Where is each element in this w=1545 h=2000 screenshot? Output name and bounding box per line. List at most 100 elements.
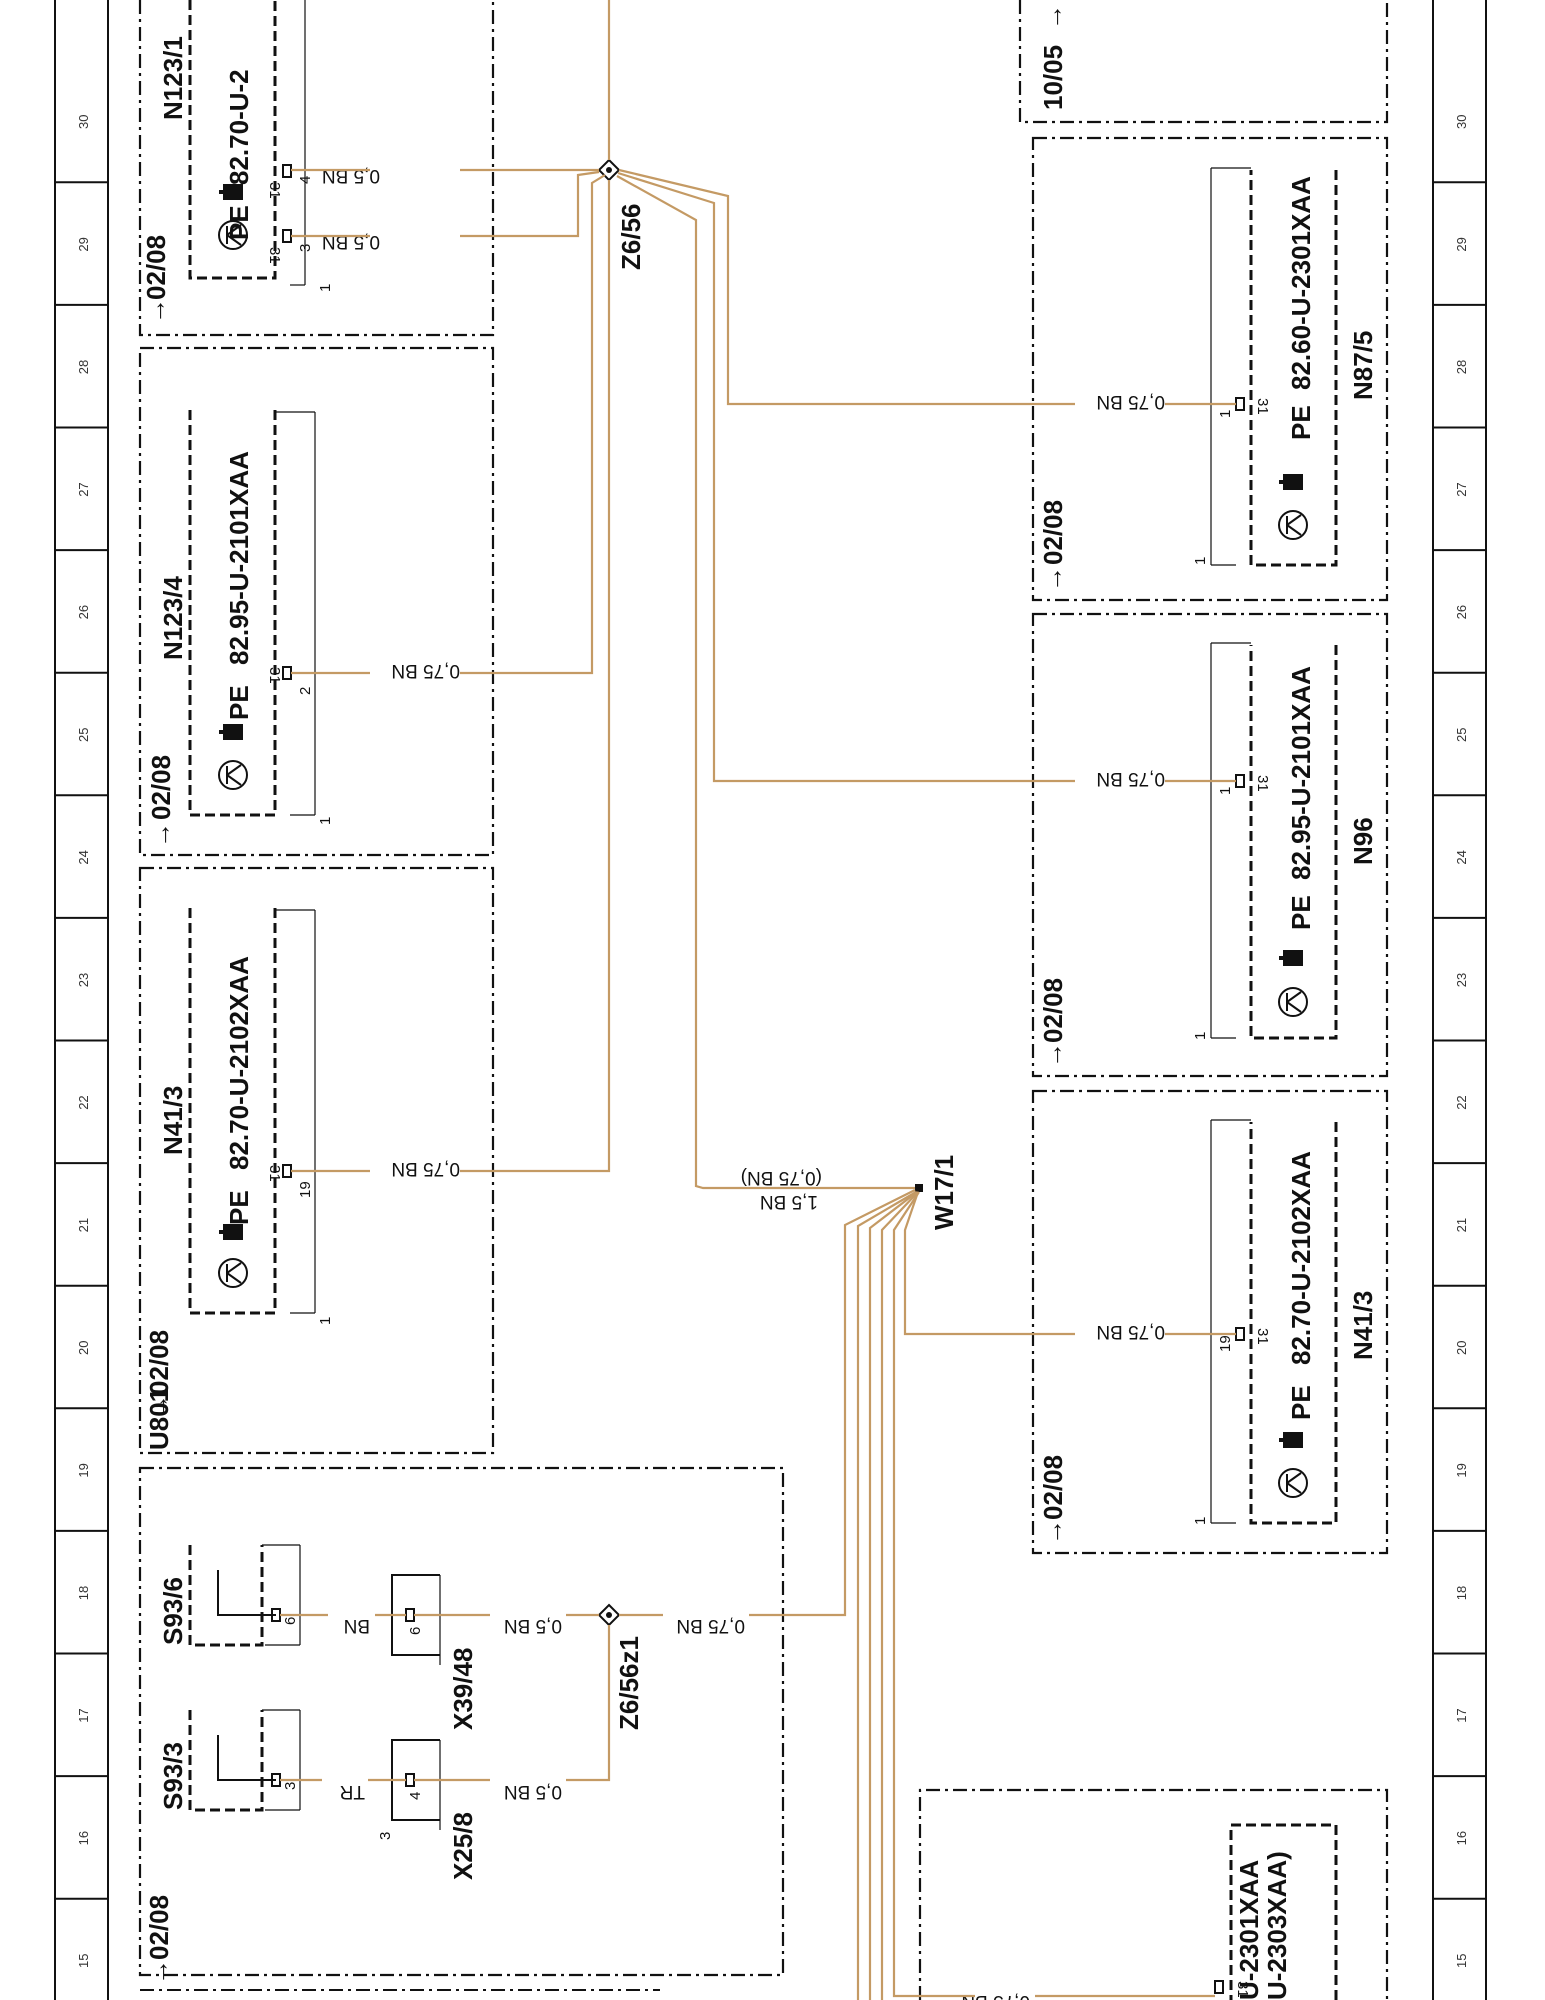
right-ruler bbox=[1432, 0, 1487, 2000]
hand-pointer-icon bbox=[1279, 950, 1303, 966]
module-n41-3-right: N41/3 PE 82.70-U-2102XAA 02/08 → 31 19 1… bbox=[1031, 1089, 1389, 1555]
wire-label: 0,5 BN bbox=[504, 1615, 562, 1636]
part-number-prefix: PE bbox=[224, 685, 254, 720]
page-ref: 10/05 bbox=[1038, 45, 1068, 110]
wire-label: 0,75 BN bbox=[1096, 768, 1165, 789]
part-number: 82.95-U-2101XAA bbox=[224, 451, 254, 665]
module-name: N87/5 bbox=[1348, 331, 1378, 400]
part-number: 82.70-U-2102XAA bbox=[1286, 1151, 1316, 1365]
pin-1: 1 bbox=[1217, 787, 1234, 795]
pin-19: 19 bbox=[297, 1181, 314, 1198]
module-n123-4: 1 N123/4 PE 82.95-U-2101XAA 02/08 → 31 2… bbox=[138, 346, 495, 857]
ruler-number: 19 bbox=[1454, 1463, 1469, 1477]
page-ref: 02/08 bbox=[144, 1330, 174, 1395]
pin-3: 3 bbox=[297, 244, 314, 252]
part-number-prefix: PE bbox=[1286, 895, 1316, 930]
pin-label: 6 bbox=[282, 1617, 299, 1625]
ruler-number: 29 bbox=[76, 237, 91, 251]
pin-31-upper: 31 bbox=[266, 182, 283, 199]
ruler-number: 25 bbox=[76, 728, 91, 742]
ruler-number: 20 bbox=[76, 1341, 91, 1355]
pin-2: 2 bbox=[297, 687, 314, 695]
transistor-icon bbox=[1278, 987, 1308, 1017]
module-name: N96 bbox=[1348, 817, 1378, 865]
ruler-number: 21 bbox=[1454, 1218, 1469, 1232]
ruler-number: 28 bbox=[76, 360, 91, 374]
wire-label: 0,75 BN bbox=[1096, 1321, 1165, 1342]
switch-group: S93/6 6 BN S93/3 3 TR 6 X39/48 0,5 BN 4 … bbox=[138, 1466, 785, 1991]
page-ref: 02/08 bbox=[146, 755, 176, 820]
ruler-number: 19 bbox=[76, 1463, 91, 1477]
left-ruler bbox=[54, 0, 109, 2000]
pin-31: 31 bbox=[1254, 775, 1271, 792]
module-n123-1: 1 N123/1 PE 82.70-U-2 02/08 → 31 4 31 3 … bbox=[138, 0, 495, 337]
ruler-number: 29 bbox=[1454, 237, 1469, 251]
page-ref: 02/08 bbox=[1038, 500, 1068, 565]
hand-pointer-icon bbox=[219, 1224, 243, 1240]
arrow-icon: → bbox=[1038, 1519, 1068, 1545]
arrow-icon: → bbox=[1038, 566, 1068, 592]
hand-pointer-icon bbox=[219, 724, 243, 740]
wire-label: 0,75 BN bbox=[1096, 391, 1165, 412]
wire-label: 0,75 BN bbox=[391, 1158, 460, 1179]
ground-point-w17-1: W17/1 1,5 BN (0,75 BN) bbox=[741, 1155, 959, 1230]
transistor-icon bbox=[1278, 510, 1308, 540]
module-name: N123/4 bbox=[158, 576, 188, 660]
module-n41-3-left: 1 N41/3 PE 82.70-U-2102XAA 02/08 → U801 … bbox=[138, 866, 495, 1455]
part-number-prefix: PE bbox=[1286, 1385, 1316, 1420]
ruler-number: 20 bbox=[1454, 1341, 1469, 1355]
arrow-icon: → bbox=[144, 1959, 174, 1985]
ruler-number: 30 bbox=[1454, 115, 1469, 129]
arrow-icon: → bbox=[1038, 4, 1068, 30]
module-name: N41/3 bbox=[1348, 1291, 1378, 1360]
switch-name: S93/6 bbox=[158, 1577, 188, 1645]
module-bottom-right: U-2301XAA U-2303XAA) 31 0,75 BN bbox=[918, 1788, 1389, 2000]
wire-label: (0,75 BN) bbox=[741, 1167, 822, 1188]
ruler-number: 26 bbox=[1454, 605, 1469, 619]
splice-z6-56: Z6/56 bbox=[597, 158, 646, 271]
ground-name: W17/1 bbox=[929, 1155, 959, 1230]
pin-label: 3 bbox=[282, 1782, 299, 1790]
ruler-number: 17 bbox=[1454, 1708, 1469, 1722]
module-name: N41/3 bbox=[158, 1086, 188, 1155]
page-ref: 02/08 bbox=[1038, 1455, 1068, 1520]
pin-31-lower: 31 bbox=[266, 247, 283, 264]
part-number: 82.60-U-2301XAA bbox=[1286, 176, 1316, 390]
ruler-number: 22 bbox=[76, 1095, 91, 1109]
pin-31: 31 bbox=[1234, 1981, 1251, 1998]
pin-label: 1 bbox=[1192, 1032, 1209, 1040]
module-top-right: 10/05 → bbox=[1018, 0, 1389, 124]
transistor-icon bbox=[218, 220, 248, 250]
pin-label: 6 bbox=[407, 1627, 424, 1635]
hand-pointer-icon bbox=[1279, 474, 1303, 490]
hand-pointer-icon bbox=[219, 184, 243, 200]
wire-label: 1,5 BN bbox=[760, 1191, 818, 1212]
pin-label: 1 bbox=[1192, 1517, 1209, 1525]
pin-label: 3 bbox=[377, 1832, 394, 1840]
arrow-icon: → bbox=[1038, 1042, 1068, 1068]
splice-name: Z6/56 bbox=[616, 204, 646, 271]
pin-31: 31 bbox=[1254, 1328, 1271, 1345]
switch-name: S93/3 bbox=[158, 1742, 188, 1810]
pin-31: 31 bbox=[266, 1165, 283, 1182]
ruler-number: 15 bbox=[1454, 1954, 1469, 1968]
ruler-number: 27 bbox=[1454, 482, 1469, 496]
pin-31: 31 bbox=[266, 667, 283, 684]
connector-name: X25/8 bbox=[448, 1812, 478, 1880]
wire-label: TR bbox=[340, 1781, 365, 1802]
part-number-alt: U-2303XAA) bbox=[1262, 1851, 1292, 2000]
pin-label: 4 bbox=[407, 1792, 424, 1800]
hand-pointer-icon bbox=[1279, 1432, 1303, 1448]
wires bbox=[280, 0, 1236, 2000]
ruler-number: 30 bbox=[76, 115, 91, 129]
part-number: 82.70-U-2 bbox=[224, 69, 254, 185]
ruler-number: 18 bbox=[76, 1586, 91, 1600]
ruler-number: 23 bbox=[1454, 973, 1469, 987]
splice-name: Z6/56z1 bbox=[614, 1636, 644, 1730]
part-number: 82.70-U-2102XAA bbox=[224, 956, 254, 1170]
module-n87-5: 1 N87/5 PE 82.60-U-2301XAA 02/08 → 31 1 … bbox=[1031, 136, 1389, 602]
pin-label: 1 bbox=[1192, 557, 1209, 565]
module-name: N123/1 bbox=[158, 36, 188, 120]
wire-label: 0,75 BN bbox=[676, 1615, 745, 1636]
